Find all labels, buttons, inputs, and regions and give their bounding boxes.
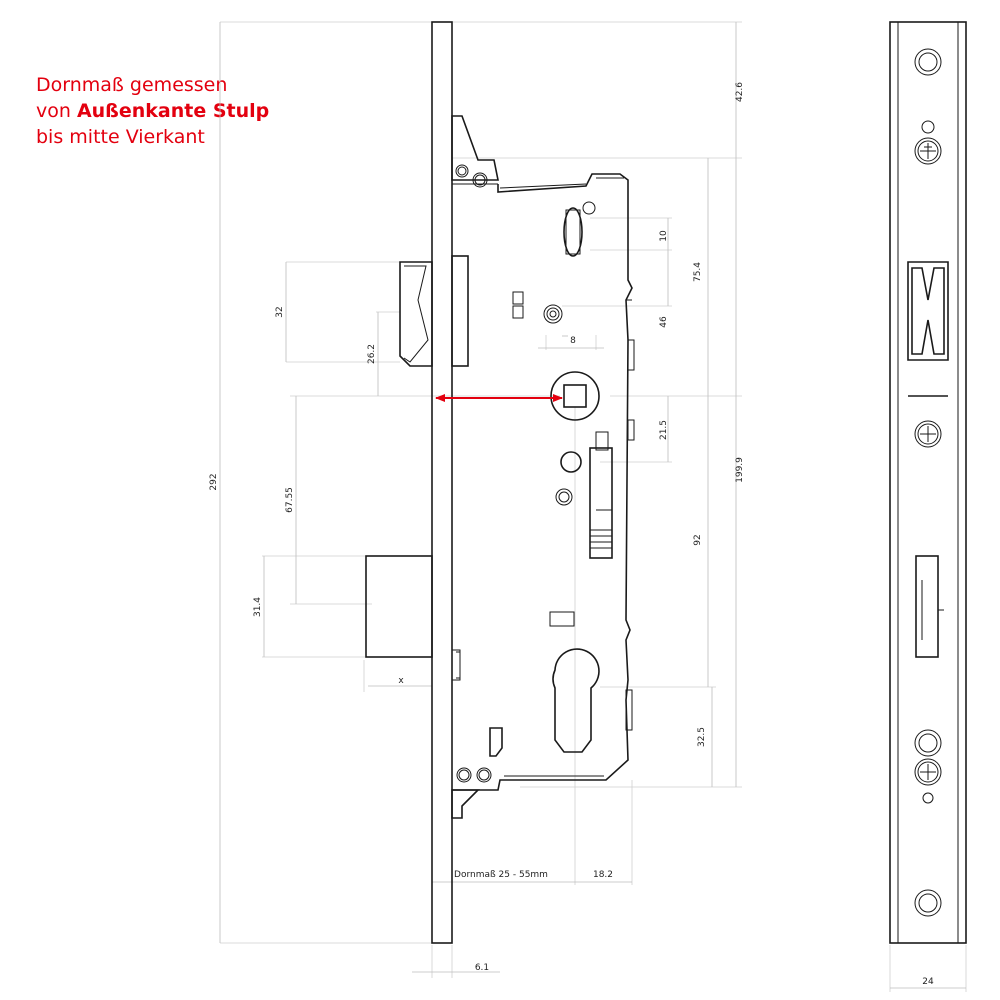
top-bracket (451, 115, 499, 181)
dim-10: 10 (659, 230, 669, 242)
dim-32-5: 32.5 (697, 727, 707, 747)
deadbolt-opening (915, 555, 939, 658)
note-line-2-bold: Außenkante Stulp (76, 100, 270, 122)
screw-icon (914, 137, 942, 165)
dim-75-4: 75.4 (693, 262, 703, 282)
square-spindle (563, 384, 587, 408)
dornmass-note: Dornmaß gemessen von Außenkante Stulp bi… (36, 72, 269, 150)
screw-icon (914, 758, 942, 786)
latch-opening (907, 261, 949, 361)
dim-26-2: 26.2 (367, 344, 377, 364)
dim-92: 92 (693, 534, 703, 545)
dim-dornmass: Dornmaß 25 - 55mm (454, 870, 548, 880)
dim-31-4: 31.4 (253, 597, 263, 617)
dead-bolt (365, 555, 433, 658)
dim-42-6: 42.6 (735, 82, 745, 102)
lock-side-view (365, 21, 635, 944)
dim-18-2: 18.2 (593, 870, 613, 880)
faceplate-front-view (889, 21, 967, 944)
dim-6-1: 6.1 (475, 963, 489, 973)
slide-bar (589, 447, 613, 559)
cylinder-hole (552, 648, 600, 753)
note-line-3: bis mitte Vierkant (36, 126, 205, 148)
screw-icon (914, 420, 942, 448)
dim-32: 32 (275, 306, 285, 317)
dimension-labels: 42.6 10 75.4 46 8 21.5 199.9 92 32.5 32 … (209, 82, 934, 987)
lock-case (452, 173, 633, 791)
extension-lines (220, 21, 967, 992)
faceplate-front (889, 21, 967, 944)
note-line-1: Dornmaß gemessen (36, 74, 228, 96)
dim-x: x (398, 676, 404, 686)
dim-199-9: 199.9 (735, 457, 745, 483)
dim-67-55: 67.55 (285, 487, 295, 513)
note-line-2: von Außenkante Stulp (36, 98, 269, 124)
dim-8: 8 (570, 336, 576, 346)
note-line-2-prefix: von (36, 100, 77, 122)
faceplate-side (431, 21, 453, 944)
latch-bolt (399, 261, 433, 367)
dim-21-5: 21.5 (659, 420, 669, 440)
dimension-lines (219, 22, 966, 989)
dim-292: 292 (209, 473, 219, 490)
dim-46: 46 (659, 316, 669, 328)
dim-24: 24 (922, 977, 934, 987)
